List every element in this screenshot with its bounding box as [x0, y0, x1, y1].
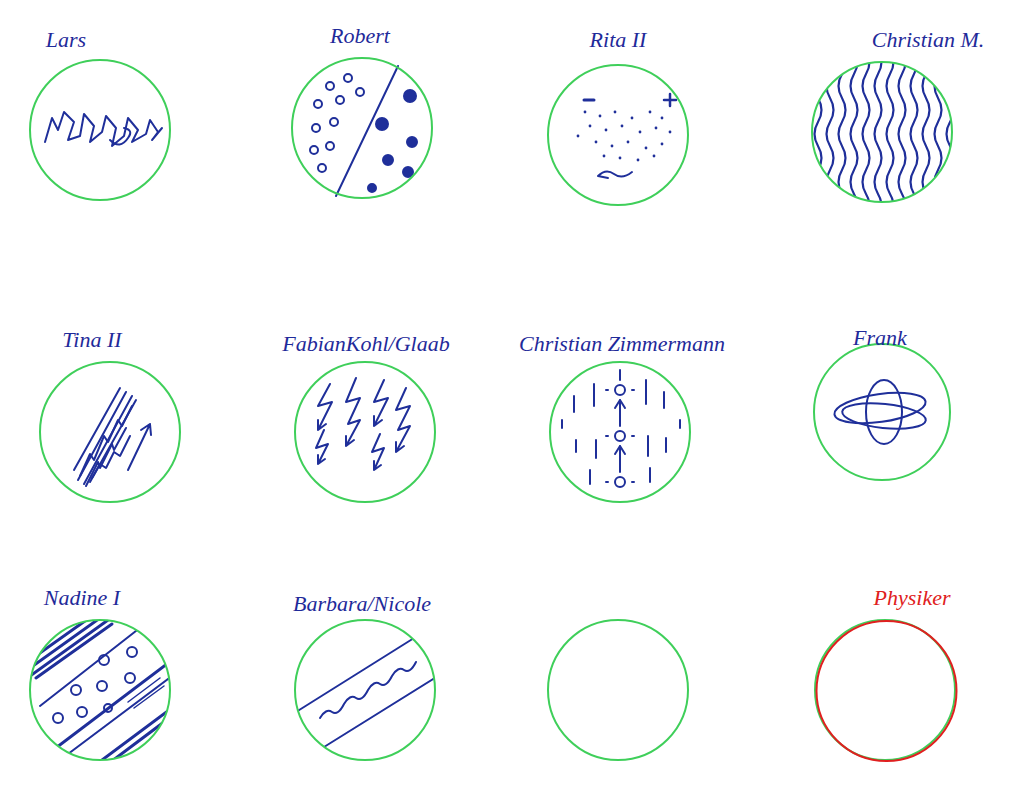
- name-label: Robert: [330, 24, 390, 48]
- dipole-column: [562, 370, 680, 487]
- scribble: [110, 128, 130, 145]
- empty-circle: [548, 620, 688, 760]
- filled-dots: [368, 90, 417, 192]
- circle-ring: [814, 344, 950, 480]
- plus-sign: [664, 94, 676, 106]
- name-label: Rita II: [590, 28, 647, 52]
- circle-outline: [235, 546, 495, 764]
- circle-ring: [812, 62, 952, 202]
- circle-ring: [40, 362, 180, 502]
- circle-node: Nadine I: [0, 546, 230, 764]
- name-label: Christian M.: [872, 28, 984, 52]
- circle-node: Christian M.: [752, 0, 1012, 206]
- lightning-arrows: [316, 378, 410, 470]
- circle-ring: [295, 362, 435, 502]
- circle-node: Robert: [232, 0, 492, 202]
- circle-ring: [548, 65, 688, 205]
- hatched-bands: [28, 612, 178, 772]
- circle-ring: [30, 620, 170, 760]
- circle-outline: [752, 270, 1012, 484]
- name-label: Tina II: [62, 328, 121, 352]
- minus-sign: [584, 99, 594, 102]
- circle-node: Tina II: [0, 288, 240, 506]
- band-with-wave: [296, 628, 438, 752]
- charge-dots: [577, 111, 672, 162]
- name-label: FabianKohl/Glaab: [282, 332, 449, 356]
- circle-node: Barbara/Nicole: [235, 546, 495, 764]
- name-label: Physiker: [874, 586, 951, 610]
- circle-node: Frank: [752, 270, 1012, 484]
- circle-node: Christian Zimmermann: [490, 288, 750, 506]
- circle-node: Rita II: [488, 0, 748, 209]
- name-label: Lars: [46, 28, 86, 52]
- circle-node: Lars: [0, 0, 230, 204]
- circle-outline: [0, 288, 240, 506]
- squiggle-arrow: [598, 171, 632, 178]
- atom-symbol: [832, 380, 927, 444]
- name-label: Frank: [853, 326, 907, 350]
- circle-outline: [235, 288, 495, 506]
- circle-node: FabianKohl/Glaab: [235, 288, 495, 506]
- circle-outline: [490, 288, 750, 506]
- circle-ring: [292, 58, 432, 198]
- circle-ring: [30, 60, 170, 200]
- circle-node: Physiker: [755, 546, 1015, 764]
- open-dots: [310, 74, 364, 172]
- wavy-lines: [815, 50, 954, 218]
- name-label: Nadine I: [44, 586, 120, 610]
- circle-outline: [0, 546, 230, 764]
- circle-outline: [0, 0, 230, 204]
- name-label: Barbara/Nicole: [293, 592, 431, 616]
- circle-outline: [755, 546, 1015, 764]
- open-dots: [53, 647, 137, 723]
- circle-ring: [295, 620, 435, 760]
- scribble: [45, 112, 162, 146]
- circle-ring: [817, 621, 957, 761]
- arrow: [128, 424, 151, 470]
- circle-ring: [550, 362, 690, 502]
- divider-line: [336, 66, 398, 196]
- diagonal-scribble: [74, 388, 136, 486]
- name-label: Christian Zimmermann: [519, 332, 725, 356]
